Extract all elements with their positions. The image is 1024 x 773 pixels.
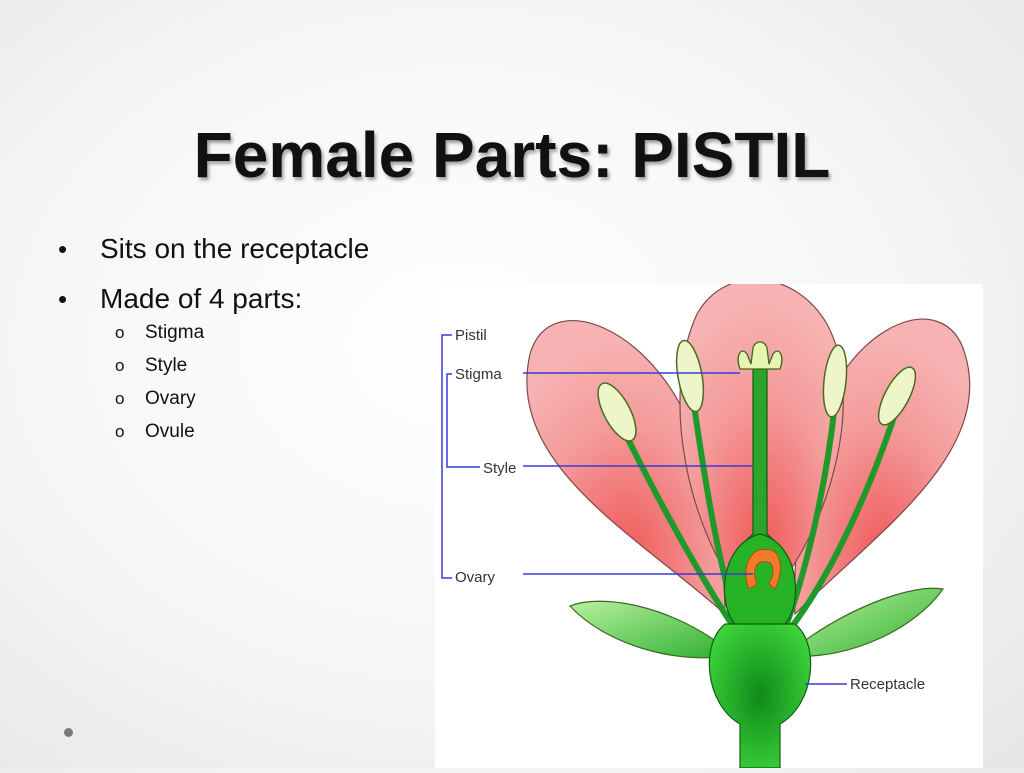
sub-bullet-item: Ovule xyxy=(100,415,204,448)
slide-indicator-dot xyxy=(64,728,73,737)
pistil-label: Pistil xyxy=(455,327,487,344)
stamen-filament xyxy=(620,427,738,631)
bullet-text: Made of 4 parts: xyxy=(100,283,303,314)
sub-bullet-item: Stigma xyxy=(100,316,204,349)
style-label: Style xyxy=(483,460,516,477)
receptacle xyxy=(708,623,812,769)
stigma-bracket xyxy=(446,373,480,468)
bullet-item: Sits on the receptacle xyxy=(58,224,369,274)
ovary-label: Ovary xyxy=(455,569,496,586)
stamen-filament xyxy=(787,413,898,631)
bullet-item: Made of 4 parts: xyxy=(58,274,369,324)
sub-bullet-item: Ovary xyxy=(100,382,204,415)
sub-bullet-list: Stigma Style Ovary Ovule xyxy=(100,316,204,448)
flower-diagram: Pistil Stigma Style Ovary Receptacle xyxy=(435,279,983,769)
pistil-bracket xyxy=(441,334,452,579)
stigma xyxy=(737,341,783,370)
bullet-text: Sits on the receptacle xyxy=(100,233,370,264)
sub-bullet-text: Stigma xyxy=(145,322,205,343)
anther xyxy=(822,344,848,418)
receptacle-label: Receptacle xyxy=(850,676,925,693)
sub-bullet-item: Style xyxy=(100,349,204,382)
sub-bullet-text: Style xyxy=(145,355,188,376)
anther xyxy=(675,339,705,413)
sub-bullet-list-container: Stigma Style Ovary Ovule xyxy=(100,316,204,448)
sepal-right xyxy=(794,587,945,657)
stigma-label: Stigma xyxy=(455,366,502,383)
ovule xyxy=(745,549,781,590)
sub-bullet-text: Ovule xyxy=(145,421,195,442)
sepal-left xyxy=(568,600,726,659)
anther xyxy=(877,366,917,426)
anther xyxy=(597,382,637,442)
flower-diagram-svg: Pistil Stigma Style Ovary Receptacle xyxy=(441,279,971,769)
sub-bullet-text: Ovary xyxy=(145,388,196,409)
slide-title: Female Parts: PISTIL xyxy=(193,119,831,191)
bullet-list: Sits on the receptacle Made of 4 parts: xyxy=(58,224,369,324)
